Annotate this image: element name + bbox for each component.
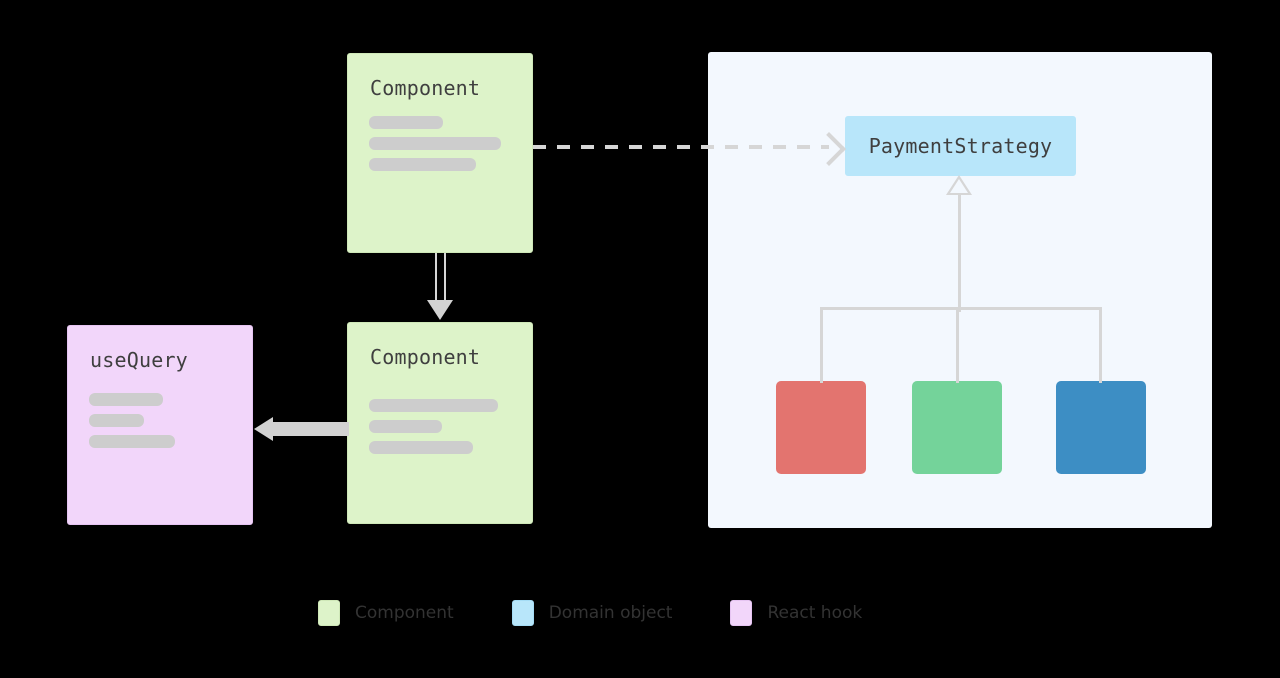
placeholder-bar (89, 414, 144, 427)
composition-line-left (435, 253, 437, 305)
inheritance-leg-blue (1099, 307, 1102, 383)
placeholder-bar (369, 137, 501, 150)
placeholder-bar (369, 399, 498, 412)
legend-item-react-hook: React hook (730, 600, 862, 626)
usequery-hook-node[interactable]: useQuery (67, 325, 253, 525)
dependency-dashed-line (533, 145, 829, 149)
strategy-leaf-green[interactable] (912, 381, 1002, 474)
legend-swatch-react-hook (730, 600, 753, 626)
legend: Component Domain object React hook (318, 600, 862, 626)
strategy-leaf-blue[interactable] (1056, 381, 1146, 474)
usequery-title: useQuery (90, 348, 188, 372)
inheritance-arrowhead-icon (946, 175, 972, 195)
placeholder-bar (89, 393, 163, 406)
inheritance-riser-line (958, 192, 961, 312)
component-bottom-title: Component (370, 345, 481, 369)
legend-label-react-hook: React hook (767, 603, 863, 623)
legend-item-domain-object: Domain object (511, 600, 673, 626)
placeholder-bar (89, 435, 175, 448)
inheritance-bus-line (820, 307, 1102, 310)
inheritance-leg-red (820, 307, 823, 383)
placeholder-bar (369, 116, 443, 129)
placeholder-bar (369, 441, 473, 454)
component-node-top[interactable]: Component (347, 53, 533, 253)
payment-strategy-node[interactable]: PaymentStrategy (845, 116, 1076, 176)
legend-swatch-component (318, 600, 340, 626)
legend-swatch-domain-object (511, 600, 534, 626)
component-node-bottom[interactable]: Component (347, 322, 533, 524)
legend-label-component: Component (355, 603, 454, 623)
strategy-leaf-red[interactable] (776, 381, 866, 474)
usequery-connector-line (271, 422, 349, 436)
composition-arrowhead-icon (427, 300, 453, 320)
payment-strategy-title: PaymentStrategy (868, 134, 1053, 158)
legend-item-component: Component (318, 600, 454, 626)
usequery-arrowhead-icon (254, 417, 273, 441)
legend-label-domain-object: Domain object (548, 603, 673, 623)
composition-line-right (444, 253, 446, 305)
component-top-title: Component (370, 76, 481, 100)
placeholder-bar (369, 158, 476, 171)
inheritance-leg-green (956, 307, 959, 383)
inheritance-arrowhead-fill (950, 179, 968, 193)
placeholder-bar (369, 420, 442, 433)
